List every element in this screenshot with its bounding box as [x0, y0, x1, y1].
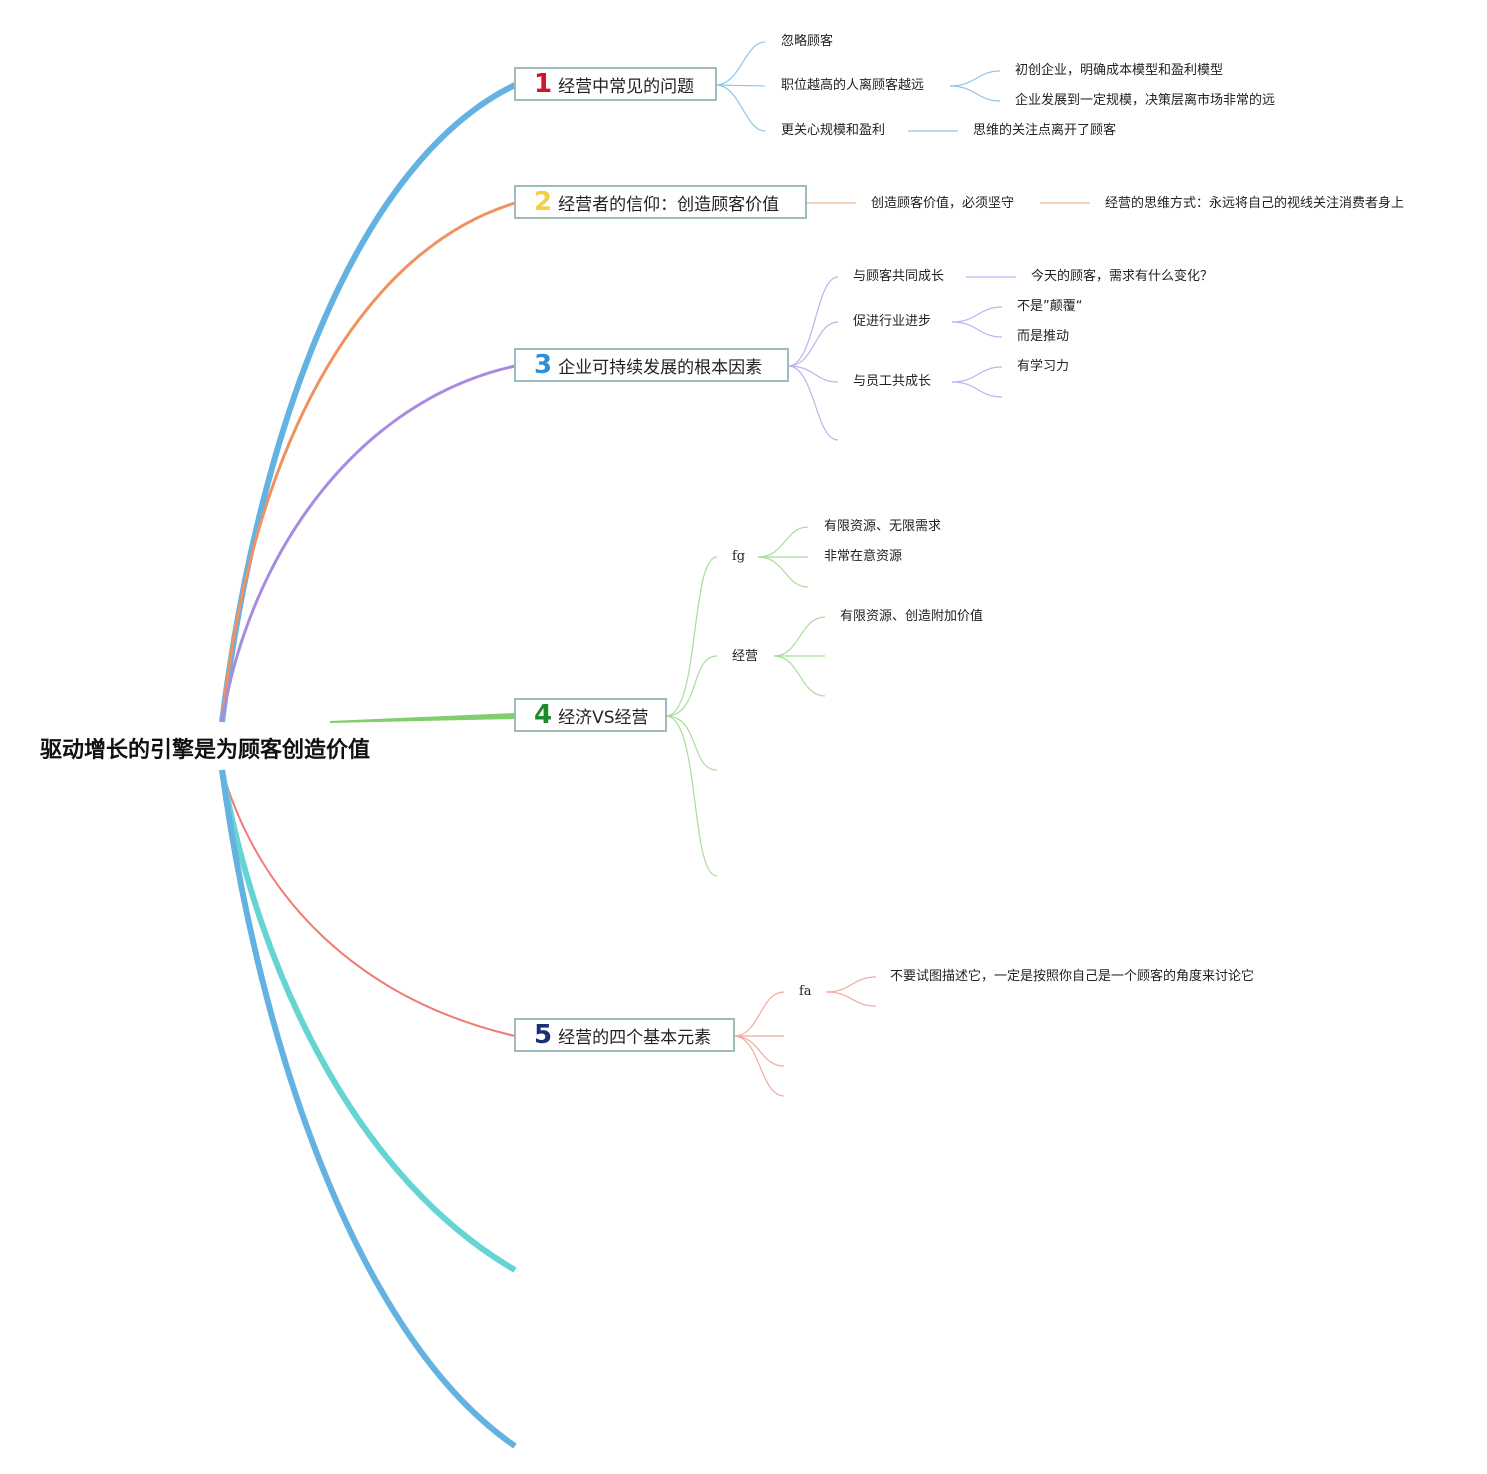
subtopic-3-1[interactable]: 与顾客共同成长: [853, 269, 945, 284]
subtopic-3-2[interactable]: 促进行业进步: [853, 314, 932, 329]
subtopic-5-1[interactable]: fa: [799, 984, 812, 999]
edge-5-d: [733, 1035, 785, 1097]
subtopic-1-1[interactable]: 忽略顾客: [781, 34, 834, 49]
subtopic-1-3-1[interactable]: 思维的关注点离开了顾客: [973, 123, 1117, 138]
root-topic[interactable]: 驱动增长的引擎是为顾客创造价值: [40, 738, 371, 763]
topic-2-number: 2: [534, 187, 553, 217]
edge-3-b: [787, 321, 839, 367]
subtopic-4-1-1[interactable]: 有限资源、无限需求: [824, 519, 942, 534]
subtopic-1-2-2[interactable]: 企业发展到一定规模，决策层离市场非常的远: [1015, 93, 1276, 108]
branch-3: [220, 364, 516, 723]
subtopic-4-2-1[interactable]: 有限资源、创造附加价值: [840, 609, 984, 624]
edge-5-a: [733, 991, 785, 1037]
topic-5-label: 经营的四个基本元素: [558, 1027, 712, 1048]
subtopic-1-2-1[interactable]: 初创企业，明确成本模型和盈利模型: [1015, 63, 1224, 78]
edge-3-c-2: [951, 381, 1003, 398]
edge-4-d: [665, 715, 718, 877]
branch-7: [219, 769, 517, 1449]
subtopic-3-3[interactable]: 与员工共成长: [853, 374, 932, 389]
edge-3-c-1: [951, 366, 1003, 383]
edge-1-b: [715, 84, 766, 87]
topic-1-label: 经营中常见的问题: [558, 76, 695, 97]
subtopic-1-2[interactable]: 职位越高的人离顾客越远: [781, 78, 925, 93]
subtopic-3-3-1[interactable]: 有学习力: [1017, 359, 1070, 374]
branch-2: [220, 201, 516, 723]
topic-4[interactable]: 4 经济VS经营: [514, 698, 667, 732]
edge-5-c: [733, 1035, 785, 1067]
subtopic-3-1-1[interactable]: 今天的顾客，需求有什么变化？: [1031, 269, 1214, 284]
edge-3-b-1: [951, 306, 1003, 323]
edge-4-a-3: [757, 556, 809, 588]
topic-5[interactable]: 5 经营的四个基本元素: [514, 1018, 735, 1052]
subtopic-2-1-1[interactable]: 经营的思维方式：永远将自己的视线关注消费者身上: [1105, 196, 1405, 211]
topic-3[interactable]: 3 企业可持续发展的根本因素: [514, 348, 789, 382]
edge-1-b-2: [949, 85, 1001, 102]
topic-3-label: 企业可持续发展的根本因素: [558, 357, 763, 378]
edge-4-a-1: [757, 526, 809, 558]
subtopic-5-1-1[interactable]: 不要试图描述它，一定是按照你自己是一个顾客的角度来讨论它: [890, 969, 1255, 984]
edge-5-a-1: [825, 976, 877, 993]
edge-4-b-1: [773, 616, 826, 657]
topic-2[interactable]: 2 经营者的信仰：创造顾客价值: [514, 185, 807, 219]
edge-3-d: [787, 365, 839, 441]
topic-1-number: 1: [534, 69, 553, 99]
subtopic-4-1-2[interactable]: 非常在意资源: [824, 549, 903, 564]
edge-4-c: [665, 715, 718, 771]
edge-4-b-3: [773, 655, 826, 697]
topic-3-number: 3: [534, 350, 553, 380]
edge-5-a-2: [825, 991, 877, 1007]
branch-6: [219, 769, 517, 1273]
subtopic-4-1[interactable]: fg: [732, 549, 746, 564]
topic-4-label: 经济VS经营: [558, 707, 649, 728]
branch-4: [329, 712, 516, 723]
subtopic-4-2[interactable]: 经营: [732, 649, 759, 664]
topic-2-label: 经营者的信仰：创造顾客价值: [558, 194, 780, 215]
subtopic-3-2-1[interactable]: 不是”颠覆“: [1017, 299, 1083, 314]
edge-3-c: [787, 365, 839, 383]
edge-1-c: [715, 84, 766, 132]
topic-4-number: 4: [534, 700, 553, 730]
edge-1-a: [715, 41, 766, 86]
branch-1: [219, 82, 517, 723]
branch-5: [221, 769, 516, 1037]
subtopic-1-3[interactable]: 更关心规模和盈利: [781, 123, 886, 138]
edge-4-b: [665, 655, 718, 717]
topic-5-number: 5: [534, 1020, 553, 1050]
edge-1-b-1: [949, 70, 1001, 87]
edge-3-b-2: [951, 321, 1003, 338]
topic-1[interactable]: 1 经营中常见的问题: [514, 67, 717, 101]
subtopic-2-1[interactable]: 创造顾客价值，必须坚守: [871, 196, 1015, 211]
edge-4-a: [665, 556, 718, 717]
edge-3-a: [787, 276, 839, 367]
subtopic-3-2-2[interactable]: 而是推动: [1017, 329, 1070, 344]
